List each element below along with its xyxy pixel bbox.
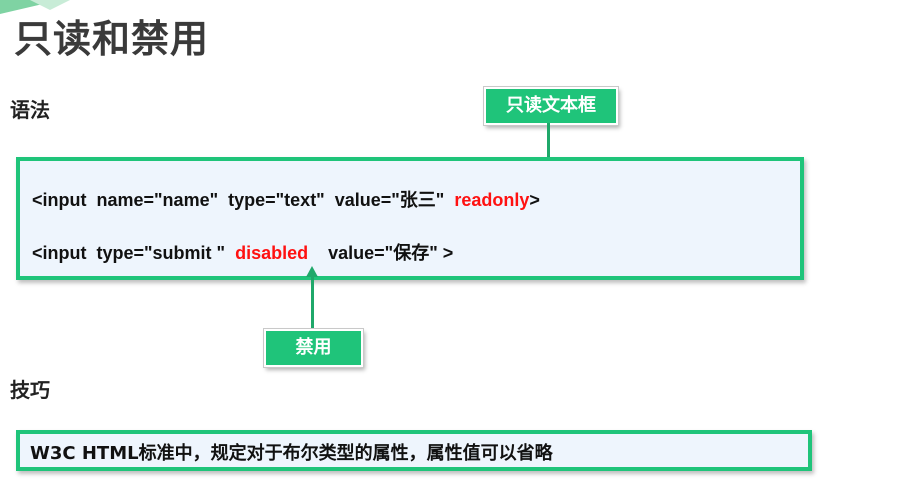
code-line-2-end: value="保存" > <box>308 243 454 263</box>
corner-decoration-secondary <box>30 0 70 10</box>
tip-text: W3C HTML标准中，规定对于布尔类型的属性，属性值可以省略 <box>30 443 553 464</box>
slide-title: 只读和禁用 <box>14 17 210 61</box>
disabled-callout: 禁用 <box>263 328 364 368</box>
readonly-keyword: readonly <box>454 190 530 210</box>
tip-box: W3C HTML标准中，规定对于布尔类型的属性，属性值可以省略 <box>16 430 812 471</box>
code-line-2-text: <input type="submit " <box>32 243 236 263</box>
readonly-callout: 只读文本框 <box>483 86 619 126</box>
disabled-keyword: disabled <box>235 243 309 263</box>
code-line-1-text: <input name="name" type="text" value="张三… <box>32 190 455 210</box>
code-line-disabled: <input type="submit " disabled value="保存… <box>32 239 453 265</box>
code-line-1-end: > <box>529 190 540 210</box>
tips-heading: 技巧 <box>10 378 50 402</box>
disabled-arrow <box>306 266 318 328</box>
code-box: <input name="name" type="text" value="张三… <box>16 157 804 280</box>
code-line-readonly: <input name="name" type="text" value="张三… <box>32 186 540 212</box>
syntax-heading: 语法 <box>10 98 50 122</box>
